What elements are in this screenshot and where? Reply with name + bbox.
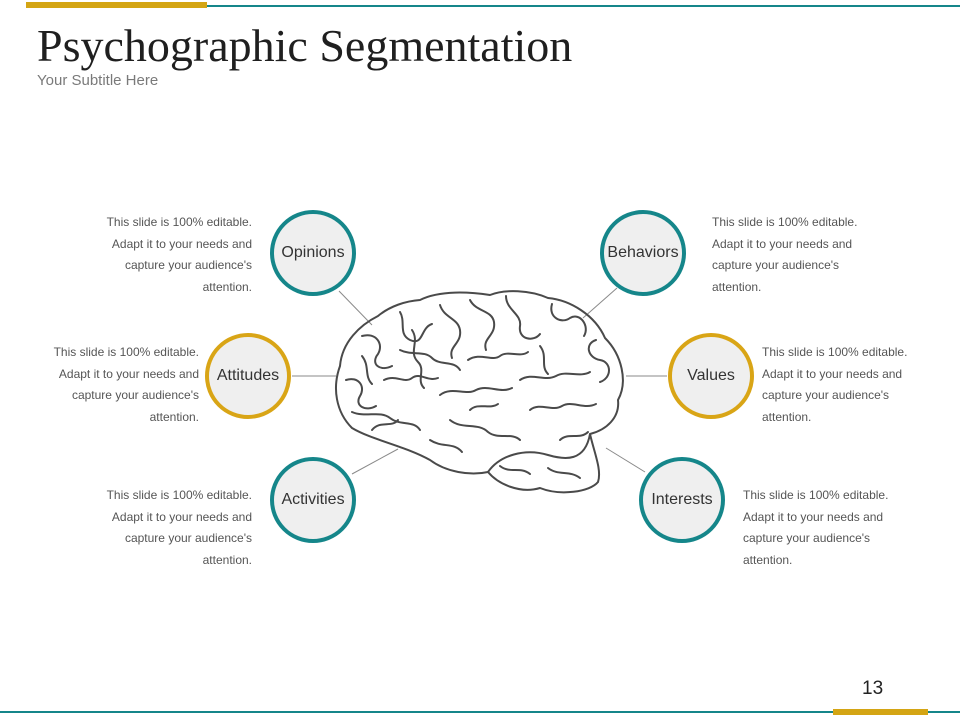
node-label-attitudes: Attitudes — [216, 367, 280, 384]
node-label-values: Values — [687, 367, 735, 384]
connector-activities — [351, 448, 399, 475]
node-label-behaviors: Behaviors — [607, 244, 679, 261]
page-number: 13 — [862, 678, 884, 699]
top-accent-bar — [26, 2, 207, 8]
description-line: attention. — [712, 279, 762, 294]
description-line: This slide is 100% editable. — [762, 345, 908, 359]
description-line: This slide is 100% editable. — [106, 488, 252, 502]
top-rule — [26, 5, 960, 7]
description-line: attention. — [202, 552, 252, 567]
description-line: This slide is 100% editable. — [106, 215, 252, 229]
node-interests[interactable]: Interests — [639, 457, 725, 543]
description-line: Adapt it to your needs and — [762, 366, 903, 381]
node-label-opinions: Opinions — [281, 244, 345, 261]
description-line: This slide is 100% editable. — [53, 345, 199, 359]
node-label-activities: Activities — [281, 491, 345, 508]
description-line: Adapt it to your needs and — [58, 366, 199, 381]
description-opinions: This slide is 100% editable. Adapt it to… — [77, 212, 252, 298]
connector-opinions — [338, 290, 373, 326]
bottom-accent-bar — [833, 709, 928, 715]
description-line: Adapt it to your needs and — [743, 509, 884, 524]
node-values[interactable]: Values — [668, 333, 754, 419]
page-title: Psychographic Segmentation — [37, 20, 573, 71]
description-line: capture your audience's — [712, 258, 840, 272]
description-line: capture your audience's — [743, 531, 871, 545]
description-line: Adapt it to your needs and — [111, 236, 252, 251]
description-line: attention. — [743, 552, 793, 567]
description-line: Adapt it to your needs and — [712, 236, 853, 251]
page-subtitle: Your Subtitle Here — [37, 72, 159, 89]
description-line: capture your audience's — [762, 388, 890, 402]
bottom-rule — [0, 711, 960, 713]
connector-interests — [605, 447, 646, 473]
description-behaviors: This slide is 100% editable. Adapt it to… — [712, 212, 887, 298]
description-line: Adapt it to your needs and — [111, 509, 252, 524]
node-attitudes[interactable]: Attitudes — [205, 333, 291, 419]
description-line: attention. — [149, 409, 199, 424]
description-line: This slide is 100% editable. — [743, 488, 889, 502]
node-opinions[interactable]: Opinions — [270, 210, 356, 296]
description-line: attention. — [202, 279, 252, 294]
description-line: capture your audience's — [124, 258, 252, 272]
description-attitudes: This slide is 100% editable. Adapt it to… — [24, 342, 199, 428]
description-interests: This slide is 100% editable. Adapt it to… — [743, 485, 918, 571]
connector-behaviors — [582, 287, 618, 319]
node-label-interests: Interests — [651, 491, 713, 508]
description-activities: This slide is 100% editable. Adapt it to… — [77, 485, 252, 571]
node-behaviors[interactable]: Behaviors — [600, 210, 686, 296]
node-activities[interactable]: Activities — [270, 457, 356, 543]
description-line: This slide is 100% editable. — [712, 215, 858, 229]
description-line: attention. — [762, 409, 812, 424]
description-values: This slide is 100% editable. Adapt it to… — [762, 342, 937, 428]
description-line: capture your audience's — [71, 388, 199, 402]
description-line: capture your audience's — [124, 531, 252, 545]
